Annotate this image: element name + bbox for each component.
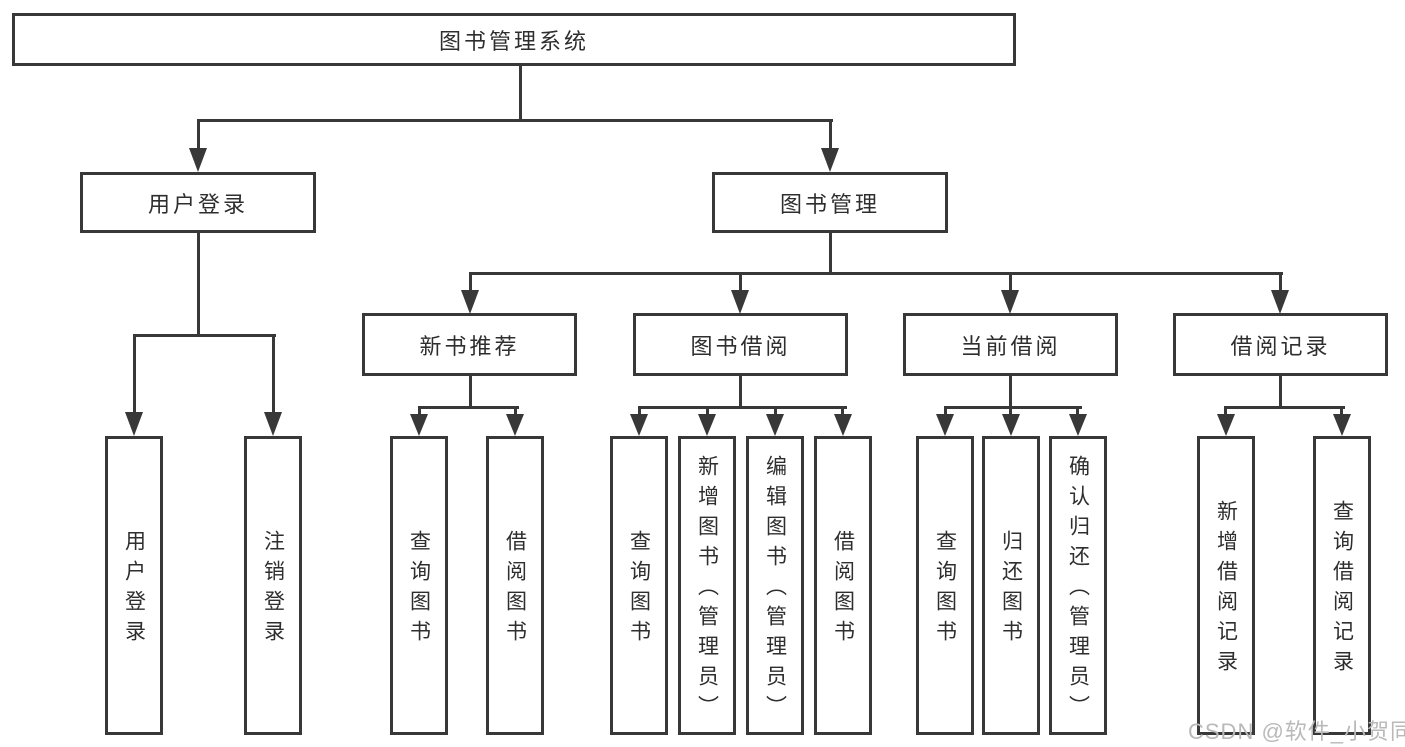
leaf-edit-book-admin: 编辑图书（管理员） <box>746 436 804 735</box>
node-book-borrowing: 图书借阅 <box>633 313 848 376</box>
arrowhead-c2 <box>698 414 716 436</box>
arrowhead-d3 <box>1069 414 1087 436</box>
node-new-book-recommendation: 新书推荐 <box>362 313 577 376</box>
arrowhead-c3 <box>766 414 784 436</box>
arrowhead-d2 <box>1002 414 1020 436</box>
arrowhead-b1 <box>410 414 428 436</box>
leaf-query-book-borrowing: 查询图书 <box>610 436 668 735</box>
leaf-label: 查询图书 <box>933 530 957 650</box>
leaf-label: 确认归还（管理员） <box>1066 455 1090 725</box>
node-book-management: 图书管理 <box>712 172 948 233</box>
edge-level1-branch <box>197 119 833 122</box>
edge-drop-book-management <box>829 119 832 148</box>
node-user-login: 用户登录 <box>80 172 316 233</box>
edge-drop-c4 <box>841 406 844 416</box>
edge-drop-c1 <box>638 406 641 416</box>
edge-current-borrowing-stub <box>1009 376 1012 409</box>
edge-drop-current-borrowing <box>1009 272 1012 292</box>
edge-book-borrowing-stub <box>739 376 742 409</box>
edge-book-borrowing-branch <box>638 406 847 409</box>
edge-root-stub <box>519 66 522 122</box>
edge-drop-user-login <box>197 119 200 148</box>
leaf-add-borrow-record: 新增借阅记录 <box>1197 436 1255 735</box>
edge-drop-new-books <box>469 272 472 292</box>
arrowhead-e2 <box>1333 414 1351 436</box>
edge-drop-d1 <box>944 406 947 416</box>
edge-drop-book-borrowing <box>739 272 742 292</box>
edge-drop-leaf-user-login <box>133 334 136 412</box>
arrowhead-current-borrowing <box>1001 290 1019 314</box>
edge-drop-e2 <box>1340 406 1343 416</box>
leaf-borrow-book-borrowing: 借阅图书 <box>814 436 872 735</box>
arrowhead-leaf-logout <box>264 412 282 436</box>
edge-user-login-branch <box>133 334 276 337</box>
edge-current-borrowing-branch <box>944 406 1082 409</box>
arrowhead-e1 <box>1217 414 1235 436</box>
leaf-label: 新增借阅记录 <box>1214 500 1238 680</box>
leaf-label: 用户登录 <box>122 530 146 650</box>
edge-drop-e1 <box>1224 406 1227 416</box>
arrowhead-book-borrowing <box>731 290 749 314</box>
leaf-label: 注销登录 <box>261 530 285 650</box>
arrowhead-b2 <box>506 414 524 436</box>
leaf-logout: 注销登录 <box>244 436 302 735</box>
arrowhead-user-login <box>189 148 207 172</box>
leaf-add-book-admin: 新增图书（管理员） <box>678 436 736 735</box>
leaf-query-borrow-record: 查询借阅记录 <box>1313 436 1371 735</box>
leaf-confirm-return-admin: 确认归还（管理员） <box>1049 436 1107 735</box>
edge-drop-b1 <box>418 406 421 416</box>
arrowhead-book-management <box>821 148 839 172</box>
arrowhead-borrowing-records <box>1271 290 1289 314</box>
edge-drop-c2 <box>706 406 709 416</box>
leaf-user-login: 用户登录 <box>105 436 163 735</box>
node-current-borrowing: 当前借阅 <box>903 313 1118 376</box>
arrowhead-c4 <box>834 414 852 436</box>
leaf-label: 归还图书 <box>999 530 1023 650</box>
arrowhead-leaf-user-login <box>125 412 143 436</box>
edge-drop-d3 <box>1076 406 1079 416</box>
arrowhead-c1 <box>630 414 648 436</box>
leaf-query-book-newbooks: 查询图书 <box>390 436 448 735</box>
node-library-system: 图书管理系统 <box>12 13 1016 66</box>
leaf-label: 查询图书 <box>407 530 431 650</box>
leaf-return-book: 归还图书 <box>982 436 1040 735</box>
leaf-label: 新增图书（管理员） <box>695 455 719 725</box>
edge-drop-d2 <box>1009 406 1012 416</box>
node-borrowing-records: 借阅记录 <box>1173 313 1388 376</box>
leaf-borrow-book-newbooks: 借阅图书 <box>486 436 544 735</box>
arrowhead-new-books <box>461 290 479 314</box>
edge-borrowing-records-branch <box>1224 406 1345 409</box>
leaf-label: 借阅图书 <box>831 530 855 650</box>
edge-new-books-branch <box>418 406 519 409</box>
csdn-watermark: CSDN @软件_小贺同学 <box>1188 719 1405 744</box>
edge-new-books-stub <box>469 376 472 409</box>
edge-drop-borrowing-records <box>1279 272 1282 292</box>
edge-drop-b2 <box>514 406 517 416</box>
edge-borrowing-records-stub <box>1279 376 1282 409</box>
leaf-label: 查询借阅记录 <box>1330 500 1354 680</box>
leaf-query-book-current: 查询图书 <box>916 436 974 735</box>
edge-drop-c3 <box>774 406 777 416</box>
leaf-label: 查询图书 <box>627 530 651 650</box>
leaf-label: 借阅图书 <box>503 530 527 650</box>
leaf-label: 编辑图书（管理员） <box>763 455 787 725</box>
edge-book-management-stub <box>829 233 832 275</box>
edge-level2-branch <box>469 272 1283 275</box>
edge-user-login-stub <box>197 233 200 337</box>
edge-drop-leaf-logout <box>272 334 275 412</box>
arrowhead-d1 <box>936 414 954 436</box>
